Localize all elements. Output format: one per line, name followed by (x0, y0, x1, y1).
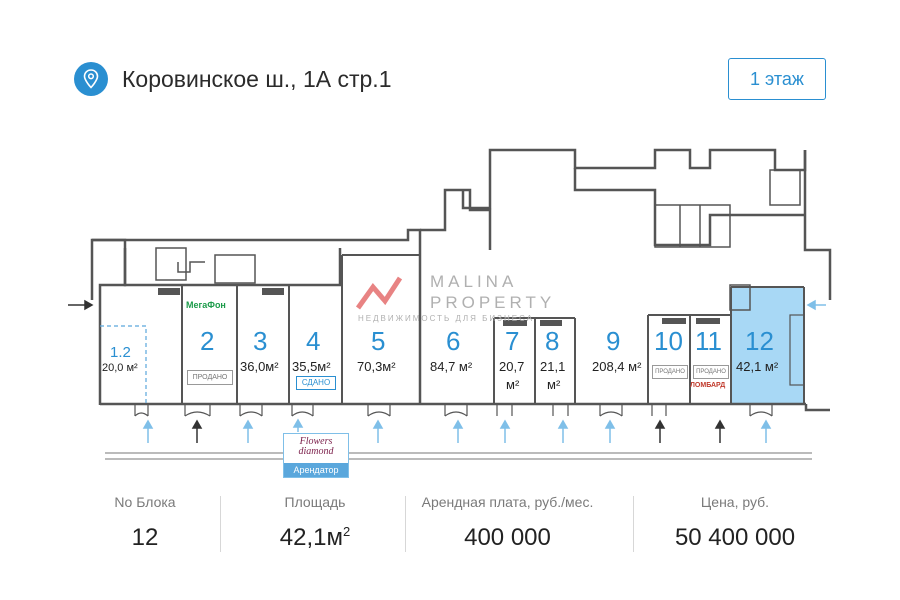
divider (405, 496, 406, 552)
unit-6-number[interactable]: 6 (446, 326, 461, 356)
brand-logo-icon (355, 276, 403, 310)
unit-10-number[interactable]: 10 (654, 326, 683, 356)
stat-rent-value: 400 000 (464, 524, 551, 551)
divider (220, 496, 221, 552)
unit-3-number[interactable]: 3 (253, 326, 268, 356)
unit-9-area: 208,4 м² (592, 359, 642, 374)
unit-2-status-badge: ПРОДАНО (187, 370, 233, 385)
unit-7-area: 20,7 (499, 359, 525, 374)
brand-name-line2: PROPERTY (430, 293, 556, 312)
tenant-megafon-logo: МегаФон (186, 300, 226, 310)
unit-12-number[interactable]: 12 (745, 326, 774, 356)
header: Коровинское ш., 1А стр.1 1 этаж (0, 0, 900, 110)
tenant-caption: Арендатор (284, 463, 348, 477)
stat-area-label: Площадь (284, 494, 346, 510)
stat-rent-label: Арендная плата, руб./мес. (421, 494, 594, 510)
brand-tagline: НЕДВИЖИМОСТЬ ДЛЯ БИЗНЕСА (358, 314, 535, 323)
unit-7-area-unit: м² (506, 377, 520, 392)
unit-11-number[interactable]: 11 (695, 326, 722, 356)
unit-2-number[interactable]: 2 (200, 326, 215, 356)
stat-area-number: 42,1м (279, 524, 343, 551)
address-title: Коровинское ш., 1А стр.1 (122, 66, 392, 92)
unit-12-area: 42,1 м² (736, 359, 779, 374)
unit-4-status-badge: СДАНО (296, 376, 336, 390)
stat-price-value: 50 400 000 (674, 524, 796, 551)
unit-8-area: 21,1 (540, 359, 566, 374)
unit-5-number[interactable]: 5 (371, 326, 386, 356)
unit-6-area: 84,7 м² (430, 359, 473, 374)
divider (633, 496, 634, 552)
unit-10-status-badge: ПРОДАНО (652, 365, 688, 379)
brand-name-line1: MALINA (430, 272, 518, 291)
unit-3-area: 36,0м² (240, 359, 279, 374)
stat-block-label: No Блока (114, 494, 176, 510)
floor-plan-svg (68, 148, 832, 460)
stat-rent: Арендная плата, руб./мес. 400 000 (405, 492, 610, 562)
tenant-callout: Flowers diamond Арендатор (283, 433, 349, 478)
unit-5-area: 70,3м² (357, 359, 396, 374)
tenant-name-line2: diamond (298, 446, 334, 457)
unit-7-number[interactable]: 7 (505, 326, 520, 356)
stat-area: Площадь 42,1м2 (230, 492, 400, 562)
tenant-name-line1: Flowers (299, 436, 333, 447)
unit-summary: No Блока 12 Площадь 42,1м2 Арендная плат… (0, 480, 900, 600)
unit-4-number[interactable]: 4 (306, 326, 321, 356)
unit-4-area: 35,5м² (292, 359, 331, 374)
stat-price-label: Цена, руб. (700, 494, 770, 510)
unit-8-area-unit: м² (547, 377, 561, 392)
unit-1-2-area: 20,0 м² (102, 362, 138, 374)
floor-selector-button[interactable]: 1 этаж (728, 58, 826, 100)
stat-area-sup: 2 (342, 524, 351, 539)
stat-block: No Блока 12 (70, 492, 220, 562)
stat-area-value: 42,1м2 (230, 524, 400, 552)
unit-9-number[interactable]: 9 (606, 326, 621, 356)
stat-block-value: 12 (131, 524, 159, 551)
tenant-lombard-logo: ЛОМБАРД (690, 382, 726, 389)
location-pin-icon (74, 62, 108, 96)
stat-price: Цена, руб. 50 400 000 (640, 492, 830, 562)
floor-plan: MALINA PROPERTY НЕДВИЖИМОСТЬ ДЛЯ БИЗНЕСА… (0, 140, 900, 480)
unit-1-2-number[interactable]: 1.2 (110, 344, 131, 361)
unit-8-number[interactable]: 8 (545, 326, 560, 356)
unit-11-status-badge: ПРОДАНО (693, 365, 729, 379)
